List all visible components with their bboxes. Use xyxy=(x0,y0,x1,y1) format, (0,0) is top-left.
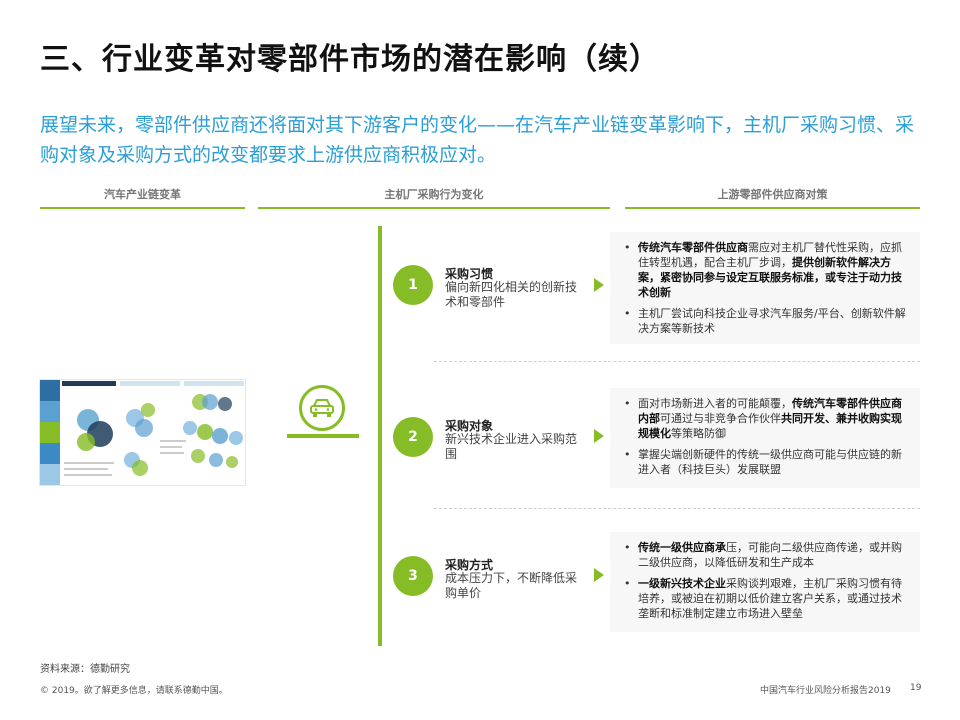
industry-chain-thumbnail xyxy=(39,379,246,486)
column-header-middle: 主机厂采购行为变化 xyxy=(384,188,484,201)
page-number: 19 xyxy=(910,683,922,693)
item-desc-3: 成本压力下，不断降低采购单价 xyxy=(445,571,578,600)
strategy-box-1: 传统汽车零部件供应商需应对主机厂替代性采购，应抓住转型机遇，配合主机厂步调，提供… xyxy=(610,232,920,344)
item-desc-1: 偏向新四化相关的创新技术和零部件 xyxy=(445,280,578,309)
strategy-bullet: 主机厂尝试向科技企业寻求汽车服务/平台、创新软件解决方案等新技术 xyxy=(624,306,910,336)
bullet-bold-text: 传统汽车零部件供应商内部 xyxy=(638,397,902,425)
column-header-left: 汽车产业链变革 xyxy=(104,188,181,201)
column-divider-left xyxy=(40,207,245,209)
arrow-right-icon xyxy=(594,429,604,443)
bullet-bold-text: 传统汽车零部件供应商 xyxy=(638,241,748,254)
thumbnail-header-bar xyxy=(184,381,244,386)
thumbnail-side-band xyxy=(40,380,60,485)
arrow-right-icon xyxy=(594,568,604,582)
strategy-list-3: 传统一级供应商承压，可能向二级供应商传递，或并购二级供应商，以降低研发和生产成本… xyxy=(624,540,910,621)
arrow-right-icon xyxy=(594,278,604,292)
bullet-bold-text: 一级新兴技术企业 xyxy=(638,577,726,590)
thumbnail-header-bar xyxy=(120,381,180,386)
item-desc-2: 新兴技术企业进入采购范围 xyxy=(445,432,578,461)
column-header-right: 上游零部件供应商对策 xyxy=(717,188,828,201)
footer-report-title: 中国汽车行业风险分析报告2019 xyxy=(760,686,891,696)
bullet-bold-text: 提供创新软件解决方案，紧密协同参与设定互联服务标准，或专注于动力技术创新 xyxy=(638,256,902,299)
strategy-bullet: 一级新兴技术企业采购谈判艰难，主机厂采购习惯有待培养，或被迫在初期以低价建立客户… xyxy=(624,576,910,621)
bullet-bold-text: 共同开发、兼并收购实现规模化 xyxy=(638,412,902,440)
section-divider xyxy=(434,508,920,509)
strategy-bullet: 掌握尖端创新硬件的传统一级供应商可能与供应链的新进入者（科技巨头）发展联盟 xyxy=(624,447,910,477)
car-icon xyxy=(310,399,334,417)
strategy-list-2: 面对市场新进入者的可能颠覆，传统汽车零部件供应商内部可通过与非竞争合作伙伴共同开… xyxy=(624,396,910,477)
bullet-text: 面对市场新进入者的可能颠覆， xyxy=(638,397,792,410)
strategy-box-3: 传统一级供应商承压，可能向二级供应商传递，或并购二级供应商，以降低研发和生产成本… xyxy=(610,532,920,632)
bullet-text: 采购谈判艰难，主机厂采购习惯有待培养，或被迫在初期以低价建立客户关系，或通过技术… xyxy=(638,577,902,620)
bullet-text: 等策略防御 xyxy=(671,427,726,440)
car-icon-circle xyxy=(299,385,345,431)
strategy-bullet: 传统一级供应商承压，可能向二级供应商传递，或并购二级供应商，以降低研发和生产成本 xyxy=(624,540,910,570)
strategy-bullet: 传统汽车零部件供应商需应对主机厂替代性采购，应抓住转型机遇，配合主机厂步调，提供… xyxy=(624,240,910,300)
item-title-2: 采购对象 xyxy=(445,419,494,433)
vertical-connector xyxy=(378,226,382,646)
item-title-3: 采购方式 xyxy=(445,558,494,572)
bullet-text: 压，可能向二级供应商传递，或并购二级供应商，以降低研发和生产成本 xyxy=(638,541,902,569)
source-note: 资料来源：德勤研究 xyxy=(40,664,130,675)
page-subtitle: 展望未来，零部件供应商还将面对其下游客户的变化——在汽车产业链变革影响下，主机厂… xyxy=(40,114,915,166)
strategy-list-1: 传统汽车零部件供应商需应对主机厂替代性采购，应抓住转型机遇，配合主机厂步调，提供… xyxy=(624,240,910,336)
footer-copyright: © 2019。欲了解更多信息，请联系德勤中国。 xyxy=(40,686,228,696)
column-divider-middle xyxy=(258,207,610,209)
step-number-2: 2 xyxy=(393,417,433,457)
section-divider xyxy=(434,361,920,362)
thumbnail-header-bar xyxy=(62,381,116,386)
bullet-text: 主机厂尝试向科技企业寻求汽车服务/平台、创新软件解决方案等新技术 xyxy=(638,307,906,335)
strategy-box-2: 面对市场新进入者的可能颠覆，传统汽车零部件供应商内部可通过与非竞争合作伙伴共同开… xyxy=(610,388,920,488)
horizontal-connector xyxy=(287,434,359,438)
step-number-3: 3 xyxy=(393,556,433,596)
column-divider-right xyxy=(625,207,920,209)
page-title: 三、行业变革对零部件市场的潜在影响（续） xyxy=(40,42,660,77)
step-number-1: 1 xyxy=(393,265,433,305)
thumbnail-diagram xyxy=(64,394,243,476)
bullet-text: 掌握尖端创新硬件的传统一级供应商可能与供应链的新进入者（科技巨头）发展联盟 xyxy=(638,448,902,476)
strategy-bullet: 面对市场新进入者的可能颠覆，传统汽车零部件供应商内部可通过与非竞争合作伙伴共同开… xyxy=(624,396,910,441)
bullet-text: 可通过与非竞争合作伙伴 xyxy=(660,412,781,425)
bullet-text: 需应对主机厂替代性采购，应抓住转型机遇，配合主机厂步调， xyxy=(638,241,902,269)
bullet-bold-text: 传统一级供应商承 xyxy=(638,541,726,554)
item-title-1: 采购习惯 xyxy=(445,267,494,281)
